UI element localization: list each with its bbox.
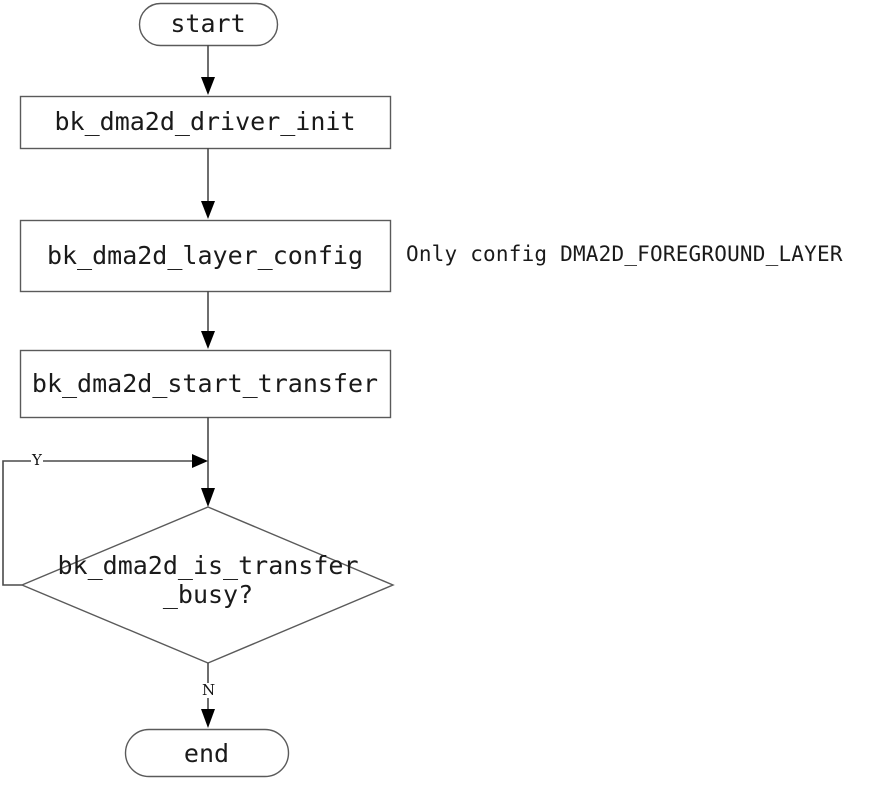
arrowhead-start-transfer-to-decision: [201, 488, 215, 507]
arrowhead-layer-config-to-start-transfer: [201, 331, 215, 349]
edge-label-no: N: [201, 681, 217, 699]
node-driver-init-label: bk_dma2d_driver_init: [54, 107, 356, 136]
node-start-transfer-shape[interactable]: [19, 349, 392, 419]
node-driver-init-shape[interactable]: [19, 95, 392, 150]
edge-decision-yes-loop: [2, 460, 193, 586]
node-is-busy-label-line2: _busy?: [162, 580, 254, 609]
arrowhead-decision-no-to-end: [201, 709, 215, 728]
node-is-busy-label-line1: bk_dma2d_is_transfer: [57, 551, 359, 580]
node-layer-config-shape[interactable]: [19, 219, 392, 293]
annotation-layer-config-note: Only config DMA2D_FOREGROUND_LAYER: [406, 242, 843, 266]
node-layer-config-label: bk_dma2d_layer_config: [46, 241, 364, 270]
arrowhead-driver-init-to-layer-config: [201, 201, 215, 219]
arrowhead-decision-yes-loop: [192, 454, 208, 468]
node-start-transfer-label: bk_dma2d_start_transfer: [31, 369, 379, 398]
node-end-label: end: [183, 739, 230, 768]
arrowhead-start-to-driver-init: [201, 77, 215, 95]
edge-label-yes: Y: [31, 451, 43, 469]
node-end-shape[interactable]: [124, 728, 290, 778]
node-start-label: start: [170, 9, 246, 38]
